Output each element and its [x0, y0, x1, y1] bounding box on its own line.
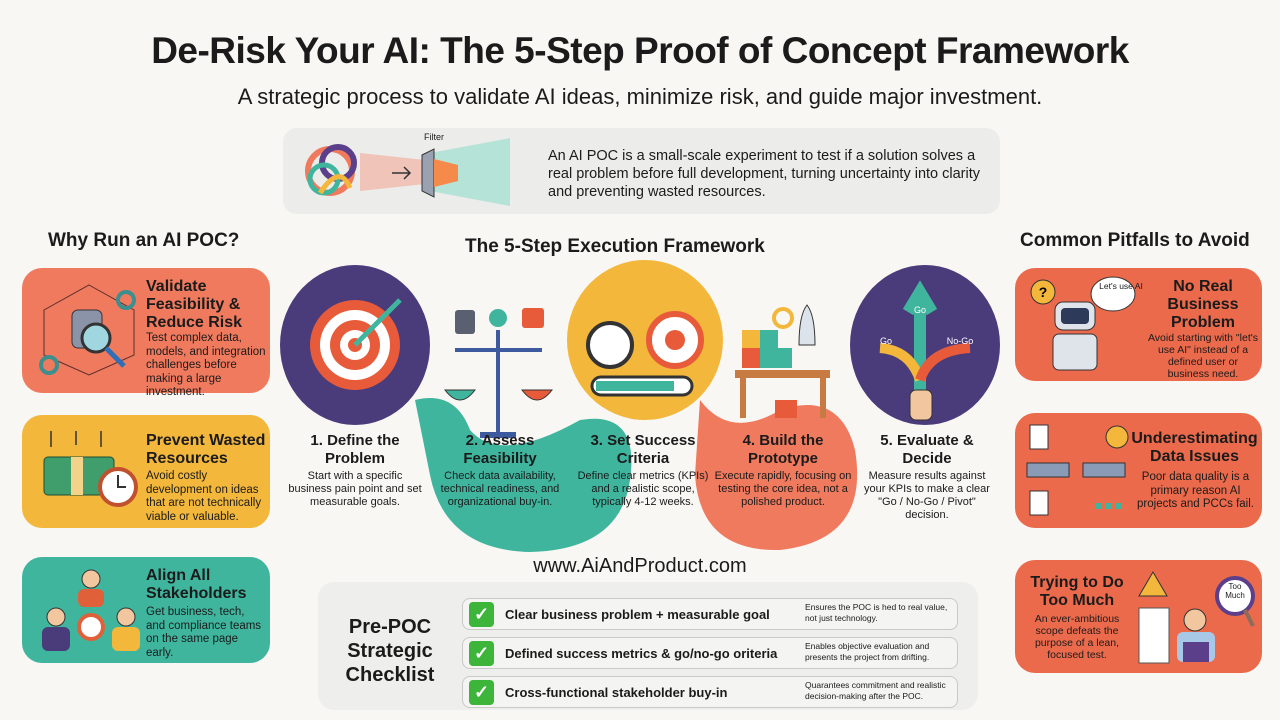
checklist-label: Cross-functional stakeholder buy-in	[505, 685, 728, 700]
stakeholders-icon	[42, 569, 140, 651]
pitfall-desc: An ever-ambitious scope defeats the purp…	[1034, 613, 1120, 661]
step-1-title: 1. Define the Problem	[310, 432, 400, 467]
speech-bubble-text: Let's use AI	[1099, 281, 1143, 291]
step-4-title: 4. Build the Prototype	[742, 432, 824, 467]
why-desc: Avoid costly development on ideas that a…	[146, 470, 262, 523]
step-3-title: 3. Set Success Criteria	[590, 432, 696, 467]
framework-heading: The 5-Step Execution Framework	[465, 236, 765, 257]
definition-text: An AI POC is a small-scale experiment to…	[548, 148, 981, 200]
checklist-note: Enables objective evaluation and present…	[805, 641, 930, 662]
why-card-waste: Prevent Wasted Resources Avoid costly de…	[22, 415, 270, 528]
checklist-label: Clear business problem + measurable goal	[505, 607, 770, 622]
step-5-title: 5. Evaluate & Decide	[880, 432, 974, 467]
step-3-desc: Define clear metrics (KPIs) and a realis…	[577, 470, 709, 508]
why-title: Align All Stakeholders	[146, 567, 247, 602]
decision-arrows-icon	[879, 280, 971, 421]
why-title: Validate Feasibility & Reduce Risk	[146, 278, 243, 331]
pitfall-title: Underestimating Data Issues	[1131, 430, 1258, 465]
target-icon	[310, 298, 402, 390]
step-2-shape	[415, 398, 632, 552]
checklist-note: Quarantees commitment and realistic deci…	[805, 680, 946, 701]
step-4-shape	[695, 400, 858, 551]
broken-pipeline-icon	[1026, 424, 1129, 516]
overwhelmed-person-icon	[1138, 571, 1255, 664]
stopwatch-target-icon	[586, 311, 704, 397]
pitfall-desc: Poor data quality is a primary reason AI…	[1137, 471, 1254, 510]
pitfall-card-data-issues: Underestimating Data Issues Poor data qu…	[1015, 413, 1262, 528]
svg-text:?: ?	[1039, 284, 1048, 300]
no-go-label: No-Go	[947, 336, 974, 346]
go-up-label: Go	[914, 305, 926, 315]
why-title: Prevent Wasted Resources	[146, 432, 266, 467]
pitfall-card-too-much: Trying to Do Too Much An ever-ambitious …	[1015, 560, 1262, 673]
website-url[interactable]: www.AiAndProduct.com	[533, 555, 747, 577]
checklist-note: Ensures the POC is hed to real value, no…	[805, 602, 948, 623]
robot-icon: ?	[1030, 276, 1136, 371]
checklist-item: ✓ Clear business problem + measurable go…	[462, 598, 958, 630]
page-subtitle: A strategic process to validate AI ideas…	[237, 84, 1043, 109]
prototype-rocket-icon	[735, 304, 830, 418]
pitfall-card-no-problem: ? Let's use AI No Real Business Problem …	[1015, 268, 1262, 381]
step-2-desc: Check data availability, technical readi…	[440, 470, 560, 508]
checklist-item: ✓ Cross-functional stakeholder buy-in Qu…	[462, 676, 958, 708]
checkbox-checked-icon: ✓	[469, 680, 494, 705]
why-card-feasibility: Validate Feasibility & Reduce Risk Test …	[22, 268, 270, 398]
pitfall-title: Trying to Do Too Much	[1030, 574, 1124, 609]
tangle-to-filter-icon	[305, 138, 510, 206]
pitfalls-heading: Common Pitfalls to Avoid	[1020, 230, 1250, 251]
why-card-stakeholders: Align All Stakeholders Get business, tec…	[22, 557, 270, 663]
page-title: De-Risk Your AI: The 5-Step Proof of Con…	[151, 30, 1129, 71]
step-5-desc: Measure results against your KPIs to mak…	[864, 470, 990, 521]
step-1-desc: Start with a specific business pain poin…	[288, 470, 422, 508]
checkbox-checked-icon: ✓	[469, 641, 494, 666]
money-clock-icon	[43, 431, 138, 507]
why-desc: Get business, tech, and compliance teams…	[146, 606, 262, 659]
checkbox-checked-icon: ✓	[469, 602, 494, 627]
checklist-title: Pre-POC Strategic Checklist	[345, 616, 435, 686]
filter-label: Filter	[424, 132, 444, 142]
checklist-label: Defined success metrics & go/no-go orite…	[505, 646, 778, 661]
framework-flow: Go Go No-Go	[280, 260, 1000, 552]
magnifier-text: Too Much	[1225, 582, 1245, 600]
why-desc: Test complex data, models, and integrati…	[146, 332, 266, 398]
pitfall-desc: Avoid starting with "let's use AI" inste…	[1147, 332, 1258, 380]
pitfall-title: No Real Business Problem	[1167, 278, 1239, 331]
why-heading: Why Run an AI POC?	[48, 230, 240, 251]
go-left-label: Go	[880, 336, 892, 346]
step-4-desc: Execute rapidly, focusing on testing the…	[714, 470, 852, 508]
scale-icon	[443, 308, 554, 438]
checklist-item: ✓ Defined success metrics & go/no-go ori…	[462, 637, 958, 669]
step-2-title: 2. Assess Feasibility	[463, 432, 537, 467]
database-search-icon	[39, 284, 136, 376]
